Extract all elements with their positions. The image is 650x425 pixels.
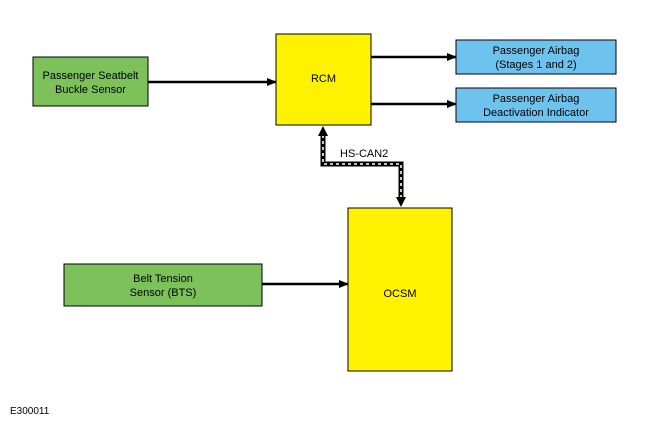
deactivation-indicator-label-line2: Deactivation Indicator	[483, 107, 589, 119]
belt-tension-sensor-node: Belt Tension Sensor (BTS)	[63, 263, 263, 307]
deactivation-indicator-box	[455, 87, 617, 123]
seatbelt-buckle-sensor-label-line1: Passenger Seatbelt	[42, 70, 138, 82]
connectors: HS-CAN2	[148, 53, 457, 288]
passenger-airbag-label-line2: (Stages 1 and 2)	[495, 59, 576, 71]
passenger-airbag-box	[455, 39, 617, 75]
deactivation-indicator-label-line1: Passenger Airbag	[493, 93, 580, 105]
rcm-box	[275, 33, 372, 126]
rcm-node: RCM	[275, 33, 372, 126]
ocsm-label: OCSM	[384, 288, 417, 300]
hs-can2-arrowhead-top	[318, 126, 328, 136]
figure-id: E300011	[10, 406, 50, 417]
ocsm-box	[347, 207, 453, 372]
passenger-airbag-label-line1: Passenger Airbag	[493, 45, 580, 57]
belt-tension-sensor-box	[63, 263, 263, 307]
ocsm-node: OCSM	[347, 207, 453, 372]
seatbelt-buckle-sensor-node: Passenger Seatbelt Buckle Sensor	[32, 56, 149, 107]
seatbelt-buckle-sensor-label-line2: Buckle Sensor	[55, 84, 126, 96]
hs-can2-label: HS-CAN2	[340, 148, 388, 160]
hs-can2-arrowhead-bottom	[396, 197, 406, 207]
hs-can2-bus	[318, 126, 406, 207]
deactivation-indicator-node: Passenger Airbag Deactivation Indicator	[455, 87, 617, 123]
passenger-airbag-node: Passenger Airbag (Stages 1 and 2)	[455, 39, 617, 75]
belt-tension-sensor-label-line2: Sensor (BTS)	[130, 287, 197, 299]
rcm-label: RCM	[311, 73, 336, 85]
seatbelt-buckle-sensor-box	[32, 56, 149, 107]
belt-tension-sensor-label-line1: Belt Tension	[133, 273, 193, 285]
